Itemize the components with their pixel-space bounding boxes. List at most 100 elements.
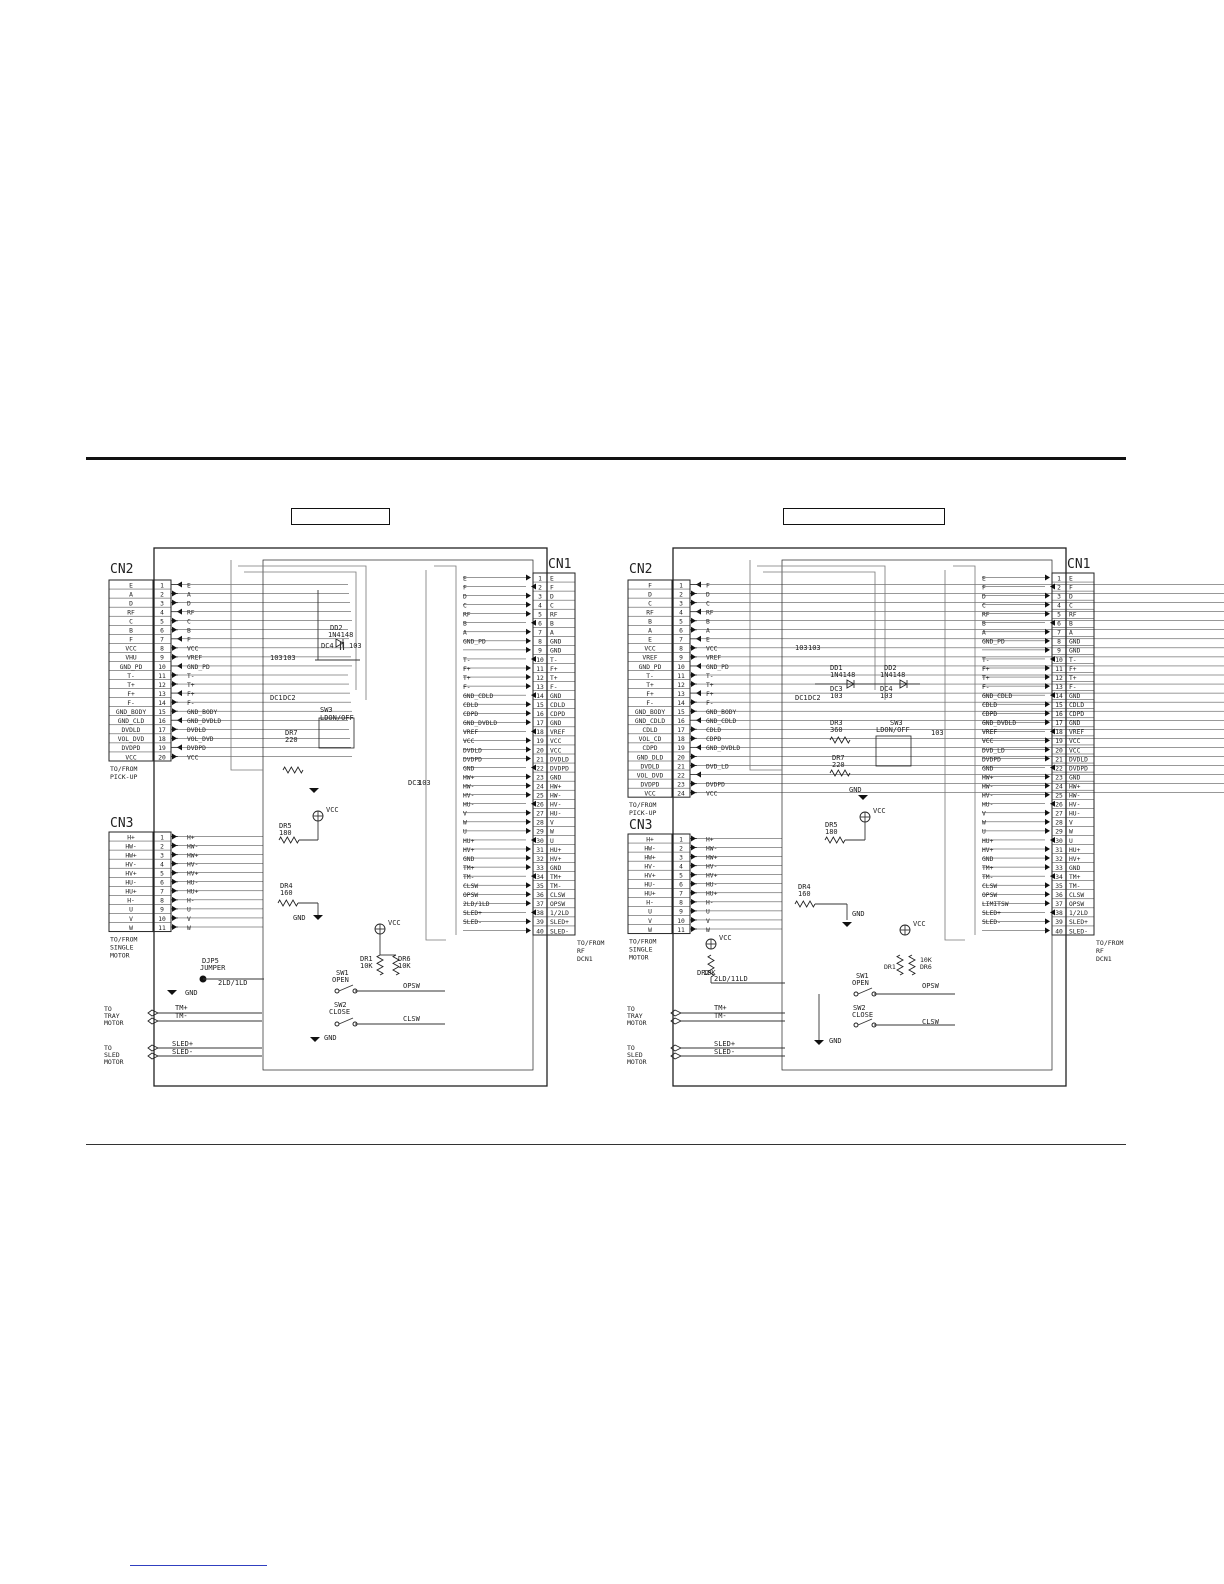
cn1-pin-number: 17 bbox=[536, 720, 544, 727]
cn1-arrow-icon bbox=[526, 637, 531, 644]
cn1-arrow-icon bbox=[526, 701, 531, 708]
cn2-pin-name: DVDPD bbox=[122, 745, 141, 752]
cn1-pin-number: 27 bbox=[536, 811, 544, 818]
cn1-pin-name: F bbox=[1069, 584, 1073, 591]
cn2-pin-number: 15 bbox=[677, 709, 685, 716]
cn3-title: CN3 bbox=[629, 818, 652, 833]
cn3-pin-name: HU- bbox=[644, 882, 655, 889]
cn1-arrow-icon bbox=[526, 746, 531, 753]
cn1-pin-name: GND bbox=[1069, 720, 1081, 727]
cn1-pin-number: 38 bbox=[536, 910, 544, 917]
cn2-pin-number: 14 bbox=[158, 700, 166, 707]
cn1-pin-number: 29 bbox=[1055, 829, 1063, 836]
cn3-pin-number: 6 bbox=[160, 880, 164, 887]
ground-icon bbox=[167, 990, 177, 995]
routing-trunk bbox=[230, 560, 263, 771]
cn1-pin-name: B bbox=[550, 621, 554, 628]
cn1-signal-label: SLED- bbox=[982, 919, 1001, 926]
cn3-caption: SINGLE bbox=[629, 946, 653, 954]
cn3-caption: MOTOR bbox=[110, 952, 130, 960]
cn1-signal-label: U bbox=[463, 829, 467, 836]
cn2-pin-number: 11 bbox=[158, 673, 166, 680]
cn1-pin-number: 29 bbox=[536, 829, 544, 836]
cn2-arrow-icon bbox=[172, 653, 177, 660]
cn1-pin-name: D bbox=[1069, 593, 1073, 600]
dr5-value: 180 bbox=[279, 829, 292, 837]
cn1-signal-label: TM+ bbox=[463, 865, 475, 872]
cn1-signal-label: LIMITSW bbox=[982, 901, 1009, 908]
cn1-arrow-icon bbox=[1045, 855, 1050, 862]
cn3-pin-number: 7 bbox=[160, 889, 164, 896]
cn2-arrow-icon bbox=[691, 699, 696, 706]
cn1-arrow-icon bbox=[526, 882, 531, 889]
cn1-arrow-icon bbox=[1050, 764, 1055, 771]
cn2-pin-number: 7 bbox=[679, 637, 683, 644]
cn1-arrow-icon bbox=[526, 646, 531, 653]
cn2-signal-label: A bbox=[187, 591, 191, 598]
cn2-pin-number: 4 bbox=[160, 609, 164, 616]
cn2-pin-name: VOL_DVD bbox=[637, 772, 664, 779]
cn1-pin-number: 39 bbox=[536, 919, 544, 926]
cn1-signal-label: U bbox=[982, 829, 986, 836]
cn2-signal-label: T- bbox=[706, 673, 714, 680]
cn1-pin-number: 25 bbox=[1055, 793, 1063, 800]
cn3-pin-name: HV+ bbox=[644, 873, 656, 880]
cn1-pin-number: 26 bbox=[536, 802, 544, 809]
dr7-resistor-icon bbox=[282, 766, 304, 774]
footer-link-underline[interactable] bbox=[130, 1565, 267, 1566]
cn1-arrow-icon bbox=[531, 692, 536, 699]
cn1-pin-number: 4 bbox=[538, 602, 542, 609]
cn2-signal-label: GND_PD bbox=[706, 664, 729, 671]
cn2-pin-name: VCC bbox=[125, 646, 137, 653]
dr5-label: DR5 bbox=[279, 822, 292, 830]
dr3-value: 360 bbox=[830, 726, 843, 734]
cn1-signal-label: E bbox=[982, 575, 986, 582]
dc2-value: 103 bbox=[808, 644, 821, 652]
cn2-signal-label: F- bbox=[706, 700, 714, 707]
cn1-pin-number: 11 bbox=[1055, 666, 1063, 673]
cn2-signal-label: VCC bbox=[187, 754, 199, 761]
tray-plug-icon bbox=[147, 1017, 160, 1025]
cn1-pin-number: 24 bbox=[536, 783, 544, 790]
gnd-label: GND bbox=[324, 1034, 337, 1042]
cn1-signal-label: F bbox=[463, 584, 467, 591]
cn1-arrow-icon bbox=[1045, 637, 1050, 644]
cn2-pin-number: 9 bbox=[160, 655, 164, 662]
cn1-pin-number: 21 bbox=[1055, 756, 1063, 763]
cn2-pin-number: 6 bbox=[160, 628, 164, 635]
cn3-pin-name: HV- bbox=[644, 863, 655, 870]
cn2-signal-label: A bbox=[706, 628, 710, 635]
cn2-pin-number: 17 bbox=[158, 727, 166, 734]
cn1-pin-number: 28 bbox=[536, 820, 544, 827]
cn1-pin-number: 33 bbox=[536, 865, 544, 872]
cn1-pin-number: 37 bbox=[536, 901, 544, 908]
dr5-label: DR5 bbox=[825, 821, 838, 829]
sled-plug-icon bbox=[147, 1052, 160, 1060]
cn1-signal-label: F+ bbox=[982, 666, 990, 673]
dr4-resistor-icon bbox=[277, 899, 299, 907]
clsw-label: CLSW bbox=[922, 1018, 940, 1026]
cn2-pin-name: C bbox=[129, 619, 133, 626]
cn1-pin-name: E bbox=[1069, 575, 1073, 582]
cn2-pin-number: 24 bbox=[677, 790, 685, 797]
tray-pin-label: TM+ bbox=[714, 1004, 727, 1012]
tray-motor-caption: MOTOR bbox=[104, 1019, 124, 1027]
cn1-pin-name: A bbox=[550, 630, 554, 637]
cn3-pin-number: 1 bbox=[679, 836, 683, 843]
cn1-arrow-icon bbox=[1045, 683, 1050, 690]
cn1-arrow-icon bbox=[526, 601, 531, 608]
dd2-diode-icon bbox=[335, 638, 344, 648]
cn1-pin-name: 1/2LD bbox=[550, 910, 569, 917]
cn1-pin-number: 27 bbox=[1055, 811, 1063, 818]
dd1-label: DD1 bbox=[830, 664, 843, 672]
cn2-arrow-icon bbox=[172, 681, 177, 688]
sled-plug-icon bbox=[147, 1044, 160, 1052]
cn1-signal-label: RF bbox=[463, 612, 471, 619]
cn1-pin-number: 2 bbox=[538, 584, 542, 591]
cn2-pin-number: 2 bbox=[679, 591, 683, 598]
cn2-pin-number: 21 bbox=[677, 763, 685, 770]
cn3-pin-number: 3 bbox=[160, 852, 164, 859]
cn2-pin-number: 8 bbox=[679, 646, 683, 653]
cn1-arrow-icon bbox=[1045, 918, 1050, 925]
cn1-signal-label: CLSW bbox=[982, 883, 997, 890]
